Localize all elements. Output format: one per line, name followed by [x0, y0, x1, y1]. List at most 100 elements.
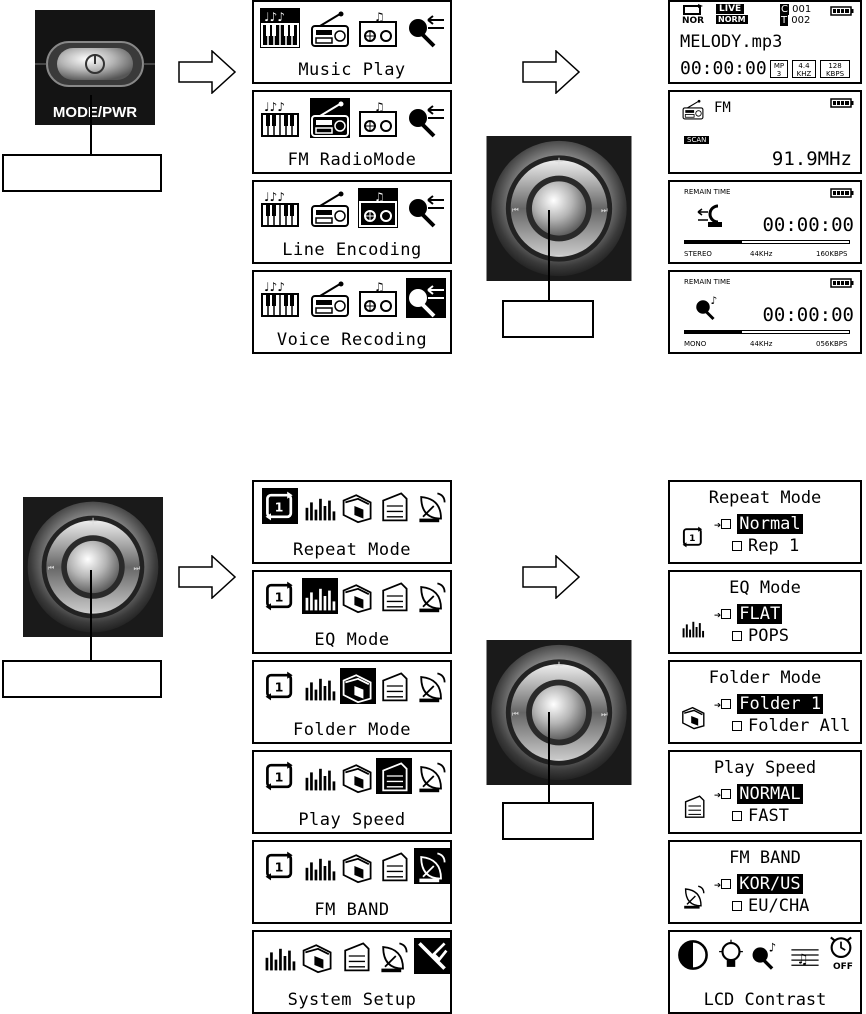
channel: MONO — [684, 340, 707, 348]
bitrate: 160KBPS — [816, 250, 848, 258]
mic-icon — [406, 278, 446, 318]
folder-icon — [340, 848, 376, 884]
menu-label: EQ Mode — [314, 630, 390, 650]
option-selected[interactable]: ➔FLAT — [714, 604, 783, 624]
option-other-label: Folder All — [748, 716, 851, 736]
dish-icon — [414, 758, 450, 794]
option-selected-label: KOR/US — [737, 874, 803, 894]
menu-eq-mode[interactable]: EQ Mode — [252, 570, 452, 654]
sample-rate: 44KHz — [750, 250, 773, 258]
speed-icon — [376, 578, 412, 614]
screen-music: NOR LIVE NORM C 001 T 002 MELODY.mp3 00:… — [668, 0, 862, 84]
progress-bar — [684, 330, 850, 334]
menu-music-play[interactable]: Music Play — [252, 0, 452, 84]
repeat-icon — [262, 758, 298, 794]
option-selected[interactable]: ➔KOR/US — [714, 874, 803, 894]
option-other-label: POPS — [748, 626, 789, 646]
fm-label: FM — [714, 100, 731, 116]
mic-icon — [406, 188, 446, 228]
eq-icon — [680, 614, 706, 640]
repeat-icon — [262, 488, 298, 524]
menu-fm-radio[interactable]: FM RadioMode — [252, 90, 452, 174]
menu-fm-band[interactable]: FM BAND — [252, 840, 452, 924]
live-tag: LIVE — [716, 4, 745, 14]
menu-repeat-mode[interactable]: Repeat Mode — [252, 480, 452, 564]
khz-badge: 4.4 KHZ — [792, 60, 816, 78]
callout-line — [548, 712, 550, 804]
menu-system-setup[interactable]: System Setup — [252, 930, 452, 1014]
mode-pwr-button[interactable]: MODE/PWR — [35, 10, 155, 125]
menu-folder-mode[interactable]: Folder Mode — [252, 660, 452, 744]
norm-tag: NORM — [716, 15, 748, 24]
option-other-label: EU/CHA — [748, 896, 810, 916]
menu-voice-recording[interactable]: Voice Recoding — [252, 270, 452, 354]
track-current: 001 — [792, 4, 812, 15]
option-other-label: Rep 1 — [748, 536, 800, 556]
tape-icon — [358, 98, 398, 138]
power-icon — [35, 41, 155, 87]
progress-bar — [684, 240, 850, 244]
folder-icon — [340, 578, 376, 614]
option-selected[interactable]: ➔Folder 1 — [714, 694, 824, 714]
option-selected-label: Normal — [737, 514, 803, 534]
piano-icon — [260, 188, 300, 228]
repeat-icon — [262, 848, 298, 884]
option-selected[interactable]: ➔Normal — [714, 514, 803, 534]
callout-line — [90, 570, 92, 662]
folder-icon — [340, 668, 376, 704]
piano-icon — [260, 278, 300, 318]
jog-dial[interactable] — [484, 136, 634, 281]
tape-icon — [358, 278, 398, 318]
option-other[interactable]: Rep 1 — [732, 536, 799, 556]
mic-icon — [406, 8, 446, 48]
scan-tag: SCAN — [684, 136, 710, 144]
tape-icon — [358, 8, 398, 48]
option-other[interactable]: EU/CHA — [732, 896, 809, 916]
battery-icon — [830, 278, 854, 288]
piano-icon — [260, 8, 300, 48]
screen-title: EQ Mode — [729, 578, 801, 598]
dish-icon — [414, 668, 450, 704]
callout-box — [2, 660, 162, 698]
eq-icon — [302, 758, 338, 794]
menu-label: Music Play — [298, 60, 406, 80]
screen-folder-mode: Folder Mode ➔Folder 1 Folder All — [668, 660, 862, 744]
contrast-icon — [676, 938, 710, 972]
off-label: OFF — [833, 962, 853, 972]
option-selected[interactable]: ➔NORMAL — [714, 784, 803, 804]
jog-dial[interactable] — [484, 640, 634, 785]
filename: MELODY.mp3 — [680, 32, 783, 52]
tools-icon — [414, 938, 450, 974]
menu-label: Voice Recoding — [276, 330, 428, 350]
sample-rate: 44KHz — [750, 340, 773, 348]
mic-note-icon — [694, 292, 724, 322]
kbps-badge: 128 KBPS — [820, 60, 850, 78]
eq-icon — [302, 488, 338, 524]
callout-box — [502, 300, 594, 338]
menu-label: Line Encoding — [282, 240, 422, 260]
speed-icon — [376, 488, 412, 524]
jog-dial[interactable] — [18, 497, 168, 637]
arrow-right-icon — [178, 50, 236, 94]
voice-time: 00:00:00 — [762, 304, 854, 326]
radio-icon — [310, 8, 350, 48]
bulb-icon — [714, 938, 748, 972]
screen-voice: REMAIN TIME 00:00:00 MONO 44KHz 056KBPS — [668, 270, 862, 354]
speed-icon — [376, 848, 412, 884]
screen-title: LCD Contrast — [703, 990, 827, 1010]
menu-label: System Setup — [287, 990, 417, 1010]
option-other[interactable]: POPS — [732, 626, 789, 646]
screen-title: Folder Mode — [708, 668, 822, 688]
piano-icon — [260, 98, 300, 138]
screen-fm: FM SCAN 91.9MHz — [668, 90, 862, 174]
callout-box — [2, 154, 162, 192]
menu-line-encoding[interactable]: Line Encoding — [252, 180, 452, 264]
battery-icon — [830, 98, 854, 108]
arrow-right-icon — [178, 555, 236, 599]
eq-icon — [262, 938, 298, 974]
option-other[interactable]: Folder All — [732, 716, 850, 736]
option-other[interactable]: FAST — [732, 806, 789, 826]
menu-play-speed[interactable]: Play Speed — [252, 750, 452, 834]
arrow-right-icon — [522, 555, 580, 599]
option-selected-label: Folder 1 — [737, 694, 824, 714]
